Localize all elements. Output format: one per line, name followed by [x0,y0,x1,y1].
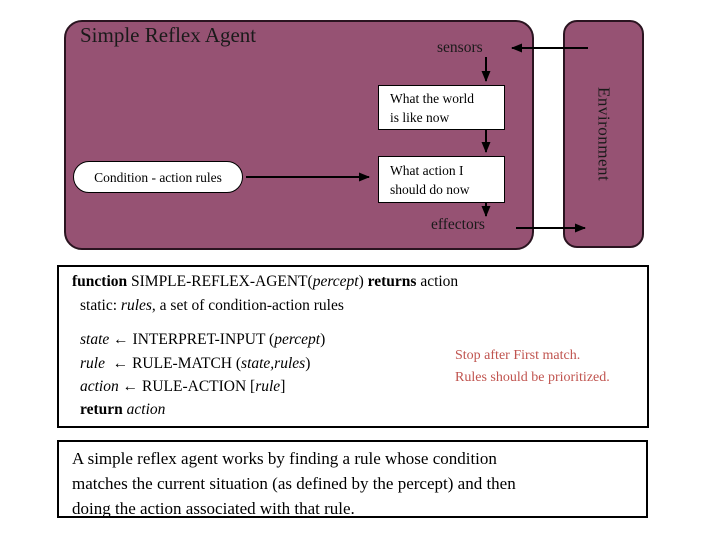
assign-arrow: ← [109,331,133,348]
code-fn-rule-match: RULE-MATCH ( [132,355,242,372]
sensors-label: sensors [437,39,483,56]
pseudocode-line-4: rule ← RULE-MATCH (state,rules) [80,355,310,374]
condition-action-rules-pill: Condition - action rules [73,161,243,193]
assign-arrow: ← [118,378,142,395]
pseudocode-line-3: state ← INTERPRET-INPUT (percept) [80,331,325,350]
action-choice-line1: What action I [390,163,464,178]
code-args-state-rules: state,rules [241,355,306,372]
pseudocode-line-2: static: rules, a set of condition-action… [80,297,344,316]
code-bracket: ] [280,378,286,395]
code-paren: ) [320,331,326,348]
code-paren: ) [305,355,311,372]
summary-box: A simple reflex agent works by finding a… [57,440,648,518]
code-keyword-return: return [80,401,123,418]
code-return-type: action [416,273,459,290]
world-state-box: What the world is like now [378,85,505,130]
code-static-post: , a set of condition-action rules [151,297,344,314]
code-arg-percept: percept [274,331,321,348]
action-choice-line2: should do now [390,182,470,197]
world-state-line1: What the world [390,91,474,106]
code-var-state: state [80,331,110,348]
code-keyword-returns: returns [367,273,417,290]
code-arg-percept: percept [312,273,359,290]
agent-panel [64,20,534,250]
code-agent-name: SIMPLE-REFLEX-AGENT( [127,273,313,290]
assign-arrow: ← [104,355,133,372]
code-var-rule: rule [80,355,105,372]
condition-action-rules-label: Condition - action rules [94,169,222,185]
code-fn-interpret-input: INTERPRET-INPUT ( [132,331,275,348]
summary-line1: A simple reflex agent works by finding a… [72,449,497,468]
priority-note-line1: Stop after First match. [455,348,581,363]
priority-note: Stop after First match. Rules should be … [455,345,655,389]
summary-line3: doing the action associated with that ru… [72,499,355,518]
environment-label: Environment [594,86,614,182]
pseudocode-line-1: function SIMPLE-REFLEX-AGENT(percept) re… [72,273,458,292]
code-return-action: action [122,401,166,418]
code-arg-rule: rule [255,378,281,395]
code-keyword-function: function [72,273,128,290]
code-static-pre: static: [80,297,121,314]
pseudocode-line-6: return action [80,401,165,420]
code-var-action: action [80,378,119,395]
pseudocode-line-5: action ← RULE-ACTION [rule] [80,378,285,397]
code-paren: ) [358,273,368,290]
code-var-rules: rules [120,297,152,314]
world-state-line2: is like now [390,110,450,125]
action-choice-box: What action I should do now [378,156,505,203]
code-fn-rule-action: RULE-ACTION [ [142,378,256,395]
effectors-label: effectors [431,216,485,233]
pseudocode-box [57,265,649,428]
summary-line2: matches the current situation (as define… [72,474,516,493]
environment-panel: Environment [563,20,644,248]
priority-note-line2: Rules should be prioritized. [455,370,610,385]
page-title: Simple Reflex Agent [80,23,257,47]
